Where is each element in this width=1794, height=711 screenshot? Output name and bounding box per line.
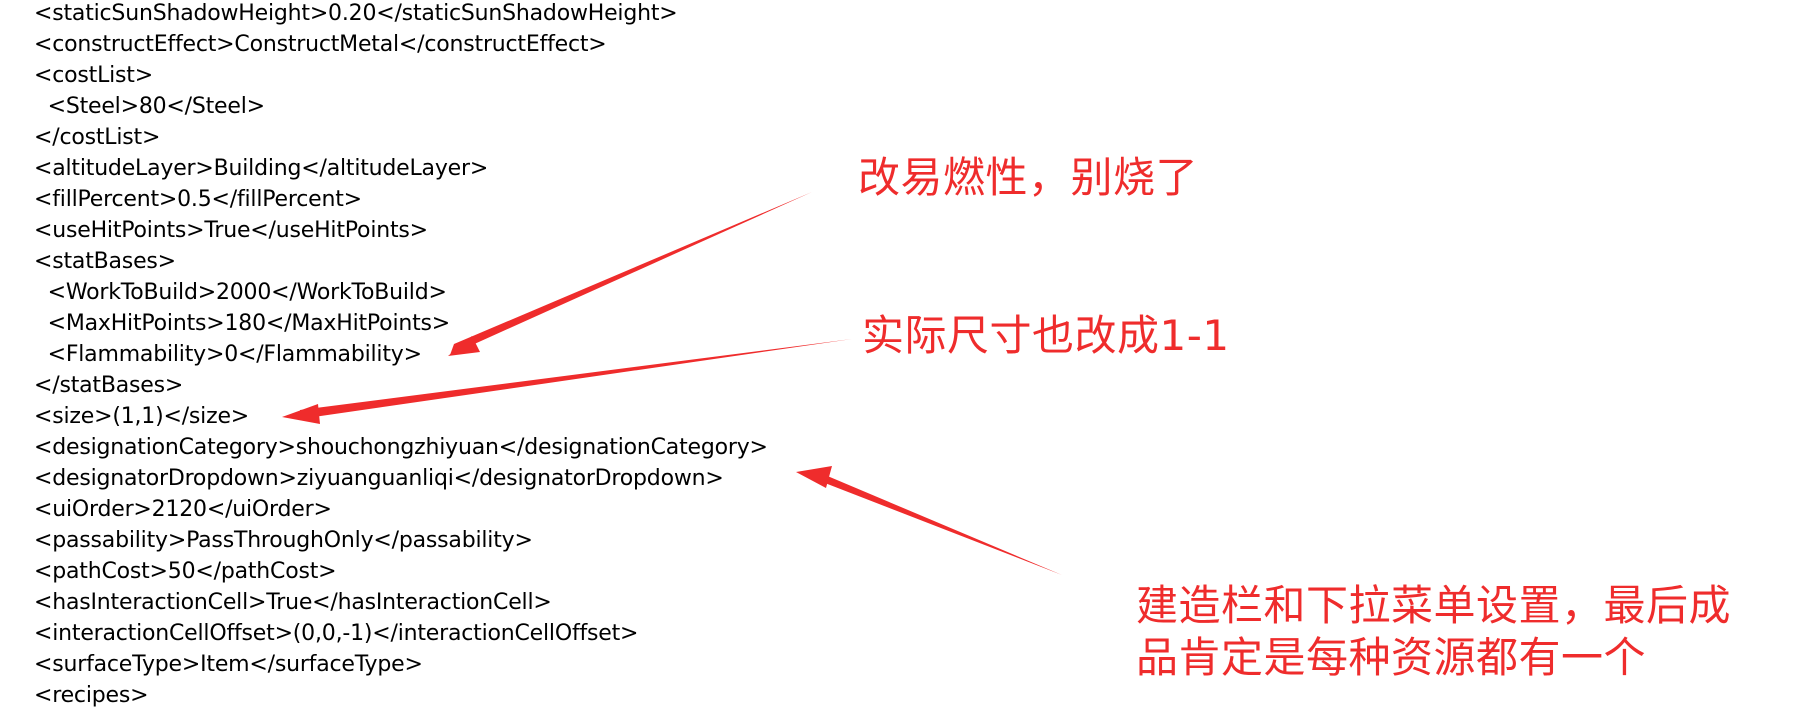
annotation-designation: 建造栏和下拉菜单设置，最后成 品肯定是每种资源都有一个 (1136, 580, 1731, 684)
code-line: <constructEffect>ConstructMetal</constru… (34, 32, 607, 57)
code-line-designator-dropdown: <designatorDropdown>ziyuanguanliqi</desi… (34, 466, 724, 491)
code-line: <WorkToBuild>2000</WorkToBuild> (34, 280, 447, 305)
code-line: <staticSunShadowHeight>0.20</staticSunSh… (34, 1, 678, 26)
code-line: <designationCategory>shouchongzhiyuan</d… (34, 435, 768, 460)
code-line: <recipes> (34, 683, 149, 708)
code-line: <MaxHitPoints>180</MaxHitPoints> (34, 311, 451, 336)
arrow-to-size (282, 339, 852, 424)
code-line: <uiOrder>2120</uiOrder> (34, 497, 332, 522)
xml-code-listing: <staticSunShadowHeight>0.20</staticSunSh… (34, 0, 768, 711)
code-line: <surfaceType>Item</surfaceType> (34, 652, 423, 677)
arrow-to-flammability (448, 192, 812, 356)
code-line: <altitudeLayer>Building</altitudeLayer> (34, 156, 489, 181)
code-line: <passability>PassThroughOnly</passabilit… (34, 528, 533, 553)
code-line-flammability: <Flammability>0</Flammability> (34, 342, 422, 367)
code-line: <hasInteractionCell>True</hasInteraction… (34, 590, 552, 615)
code-line: <interactionCellOffset>(0,0,-1)</interac… (34, 621, 639, 646)
annotation-designation-line-1: 建造栏和下拉菜单设置，最后成 (1136, 581, 1732, 630)
code-line: <costList> (34, 63, 153, 88)
annotation-flammability: 改易燃性，别烧了 (858, 153, 1199, 202)
code-line: <statBases> (34, 249, 176, 274)
code-line: <Steel>80</Steel> (34, 94, 265, 119)
code-line: </costList> (34, 125, 161, 150)
annotation-size: 实际尺寸也改成1-1 (862, 311, 1230, 360)
code-line: <useHitPoints>True</useHitPoints> (34, 218, 428, 243)
arrow-to-designator-dropdown (796, 466, 1062, 575)
code-line: </statBases> (34, 373, 184, 398)
code-line-size: <size>(1,1)</size> (34, 404, 250, 429)
code-line: <fillPercent>0.5</fillPercent> (34, 187, 362, 212)
annotation-designation-line-2: 品肯定是每种资源都有一个 (1136, 633, 1647, 682)
code-line: <pathCost>50</pathCost> (34, 559, 337, 584)
